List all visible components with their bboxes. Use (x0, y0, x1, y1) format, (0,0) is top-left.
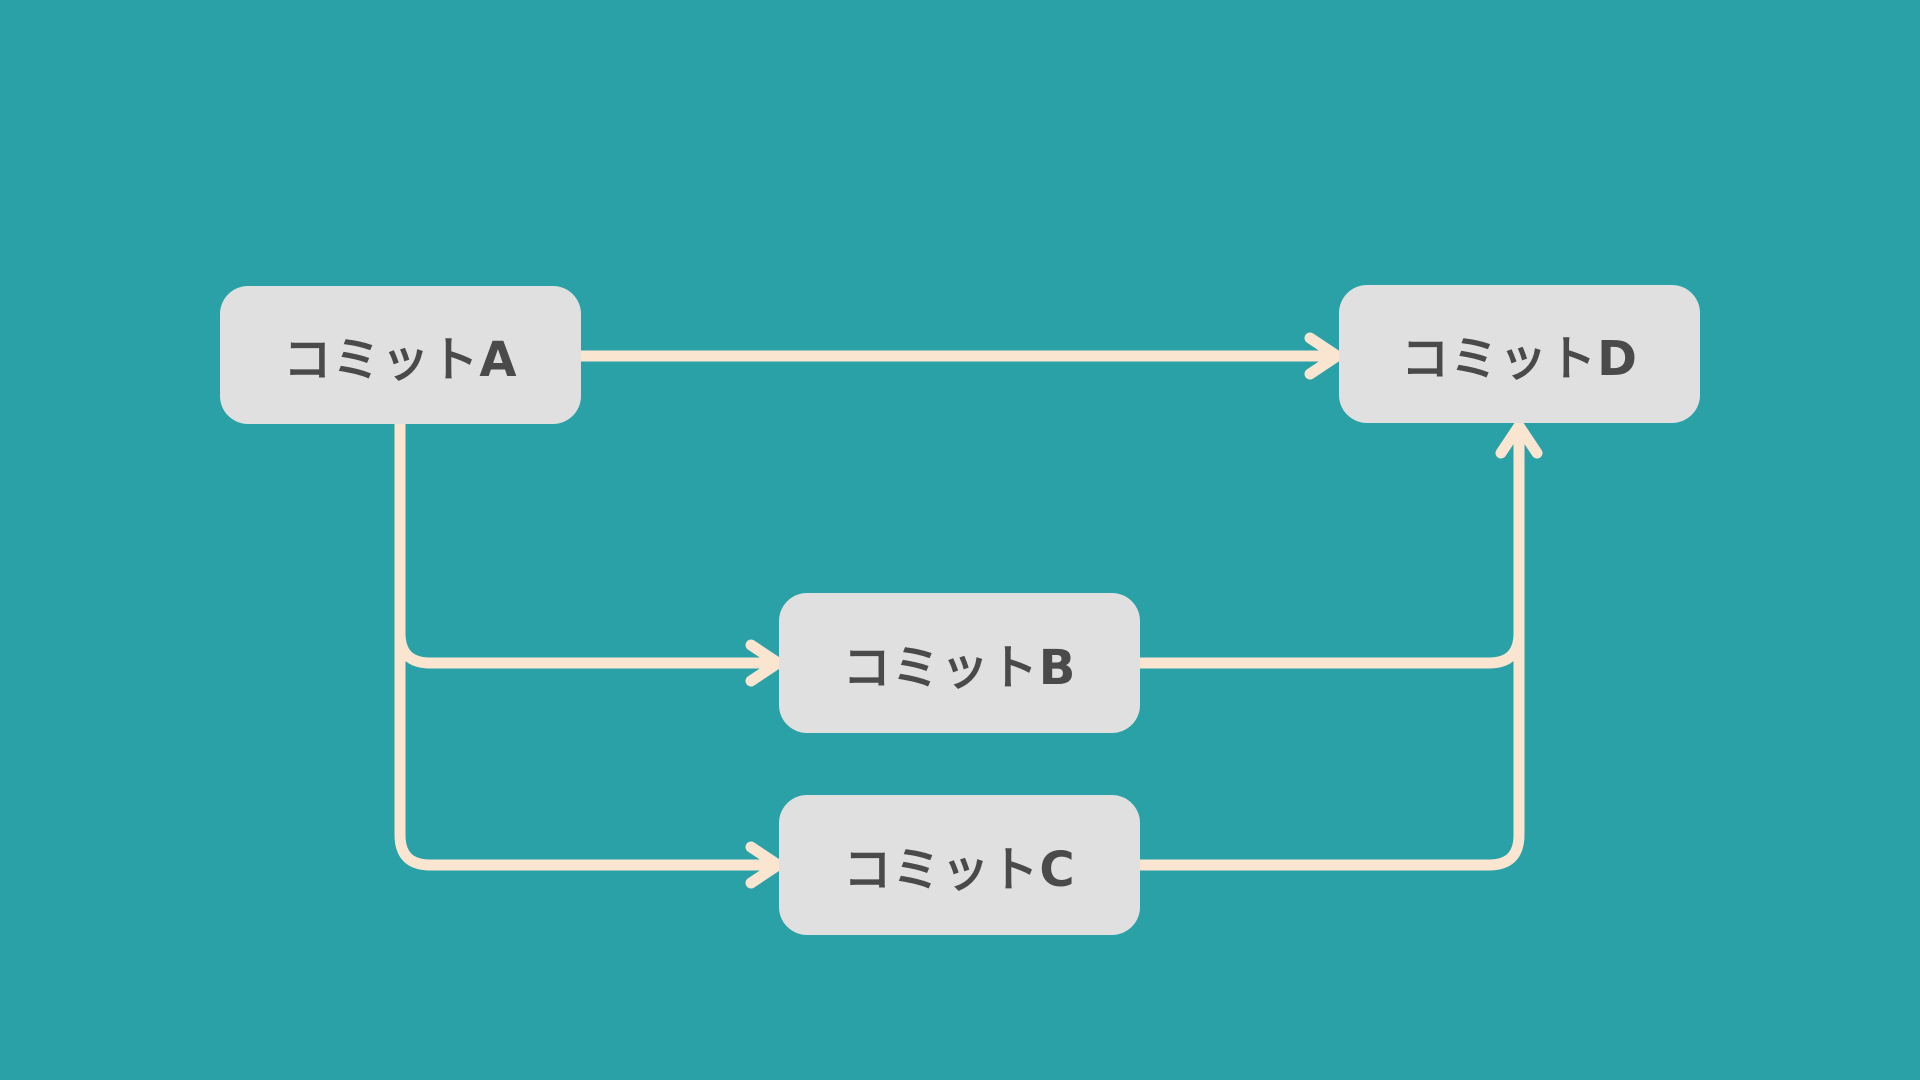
edge-a-to-d-arrowhead-icon (1304, 332, 1343, 380)
node-commit-a-label: コミットA (283, 332, 518, 388)
edge-a-to-c (394, 418, 775, 871)
edge-c-to-d (1134, 627, 1525, 871)
edge-b-to-d (1134, 430, 1525, 669)
node-commit-a: コミットA (220, 286, 581, 424)
node-commit-c: コミットC (779, 795, 1140, 935)
edge-a-to-b-arrowhead-icon (745, 639, 784, 687)
node-commit-d-label: コミットD (1401, 331, 1638, 387)
node-commit-c-label: コミットC (843, 842, 1076, 898)
node-commit-b: コミットB (779, 593, 1140, 733)
node-commit-d: コミットD (1339, 285, 1700, 423)
edge-a-to-b (394, 418, 775, 669)
edge-b-to-d-arrowhead-icon (1495, 420, 1543, 459)
edge-a-to-c-arrowhead-icon (745, 841, 784, 889)
node-commit-b-label: コミットB (842, 640, 1077, 696)
